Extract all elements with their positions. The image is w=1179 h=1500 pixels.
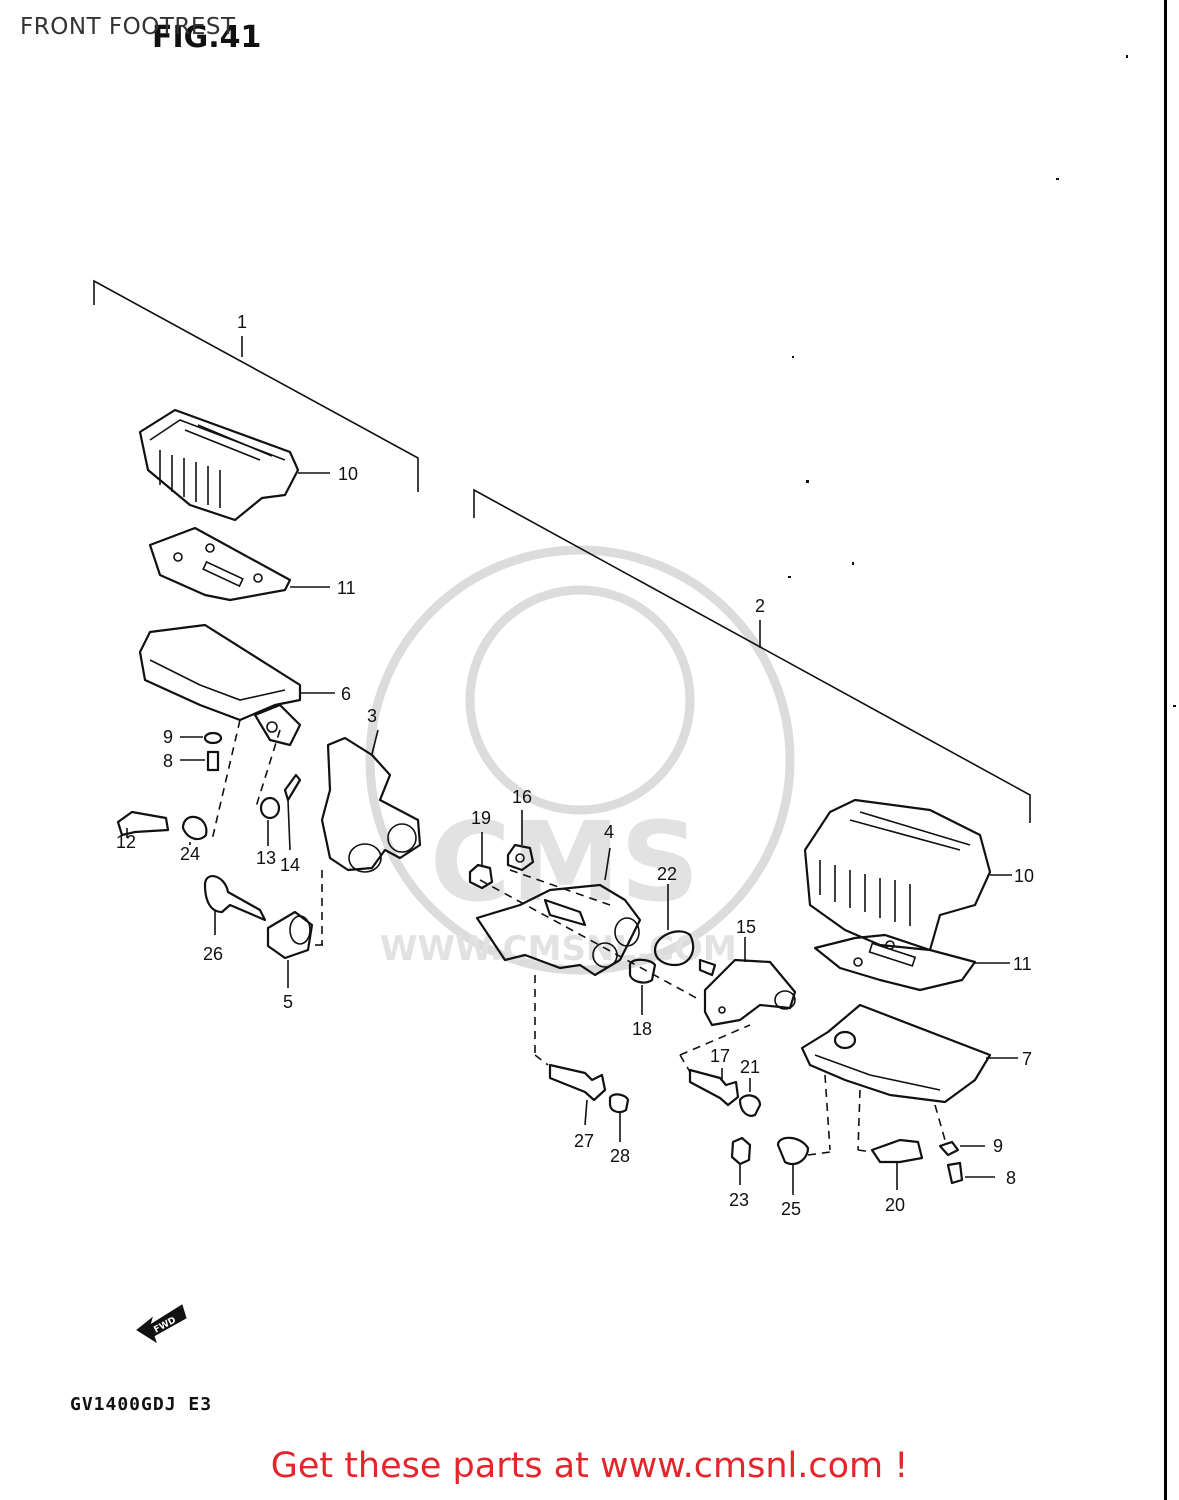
callout-15: 15 (736, 917, 756, 937)
right-border-rule (1164, 0, 1167, 1500)
callout-5: 5 (283, 992, 293, 1012)
figure-label: FIG.41 (152, 20, 262, 55)
assembly-bracket-left (93, 279, 419, 492)
scan-specks (788, 55, 1176, 707)
watermark-logo-text: CMS (430, 798, 699, 926)
callout-9-left: 9 (163, 727, 173, 747)
callout-10-left: 10 (338, 464, 358, 484)
callout-leaders (189, 799, 995, 1195)
cms-watermark: CMS WWW.CMSNL.COM (365, 545, 795, 975)
footrest-bracket-left (138, 623, 335, 747)
dashed-leaders-left (211, 719, 323, 946)
dashed-leaders-right (479, 869, 946, 1156)
footrest-bracket-right (800, 1003, 1018, 1104)
callout-11-left: 11 (337, 578, 356, 598)
small-hardware-left (116, 731, 314, 960)
callout-10-right: 10 (1014, 866, 1034, 886)
callout-3: 3 (367, 706, 377, 726)
callout-6: 6 (341, 684, 351, 704)
callout-14: 14 (280, 855, 300, 875)
footrest-plate-left (148, 526, 330, 602)
callout-26: 26 (203, 944, 223, 964)
callout-22: 22 (657, 864, 677, 884)
callout-21: 21 (740, 1057, 760, 1077)
callout-24: 24 (180, 844, 200, 864)
callout-27: 27 (574, 1131, 594, 1151)
callout-9-right: 9 (993, 1136, 1003, 1156)
callout-16: 16 (512, 787, 532, 807)
callout-11-right: 11 (1013, 954, 1032, 974)
page-title: FRONT FOOTREST (20, 14, 236, 40)
assembly-bracket-right (473, 488, 1031, 823)
callout-4: 4 (604, 822, 614, 842)
watermark-url-text: WWW.CMSNL.COM (380, 929, 737, 969)
small-hardware-right (468, 843, 964, 1185)
footrest-arm-right (475, 847, 642, 977)
callout-12: 12 (116, 832, 136, 852)
model-code: GV1400GDJ E3 (70, 1394, 213, 1415)
callout-19: 19 (471, 808, 491, 828)
callout-8-left: 8 (163, 751, 173, 771)
callout-1: 1 (237, 312, 247, 332)
footrest-plate-right (813, 933, 1010, 992)
callout-7: 7 (1022, 1049, 1032, 1069)
callout-20: 20 (885, 1195, 905, 1215)
callout-2: 2 (755, 596, 765, 616)
callout-8-right: 8 (1006, 1168, 1016, 1188)
callout-23: 23 (729, 1190, 749, 1210)
callout-labels: 1 2 3 4 5 6 7 8 8 9 9 10 10 11 11 12 13 … (116, 312, 1034, 1219)
footrest-rubber-left (138, 408, 330, 522)
footrest-arm-left (320, 729, 422, 873)
footer-link[interactable]: Get these parts at www.cmsnl.com ! (270, 1446, 909, 1486)
fwd-arrow: FWD (136, 1304, 187, 1344)
callout-25: 25 (781, 1199, 801, 1219)
callout-17: 17 (710, 1046, 730, 1066)
footrest-rubber-right (803, 798, 1012, 952)
callout-13: 13 (256, 848, 276, 868)
callout-18: 18 (632, 1019, 652, 1039)
callout-28: 28 (610, 1146, 630, 1166)
